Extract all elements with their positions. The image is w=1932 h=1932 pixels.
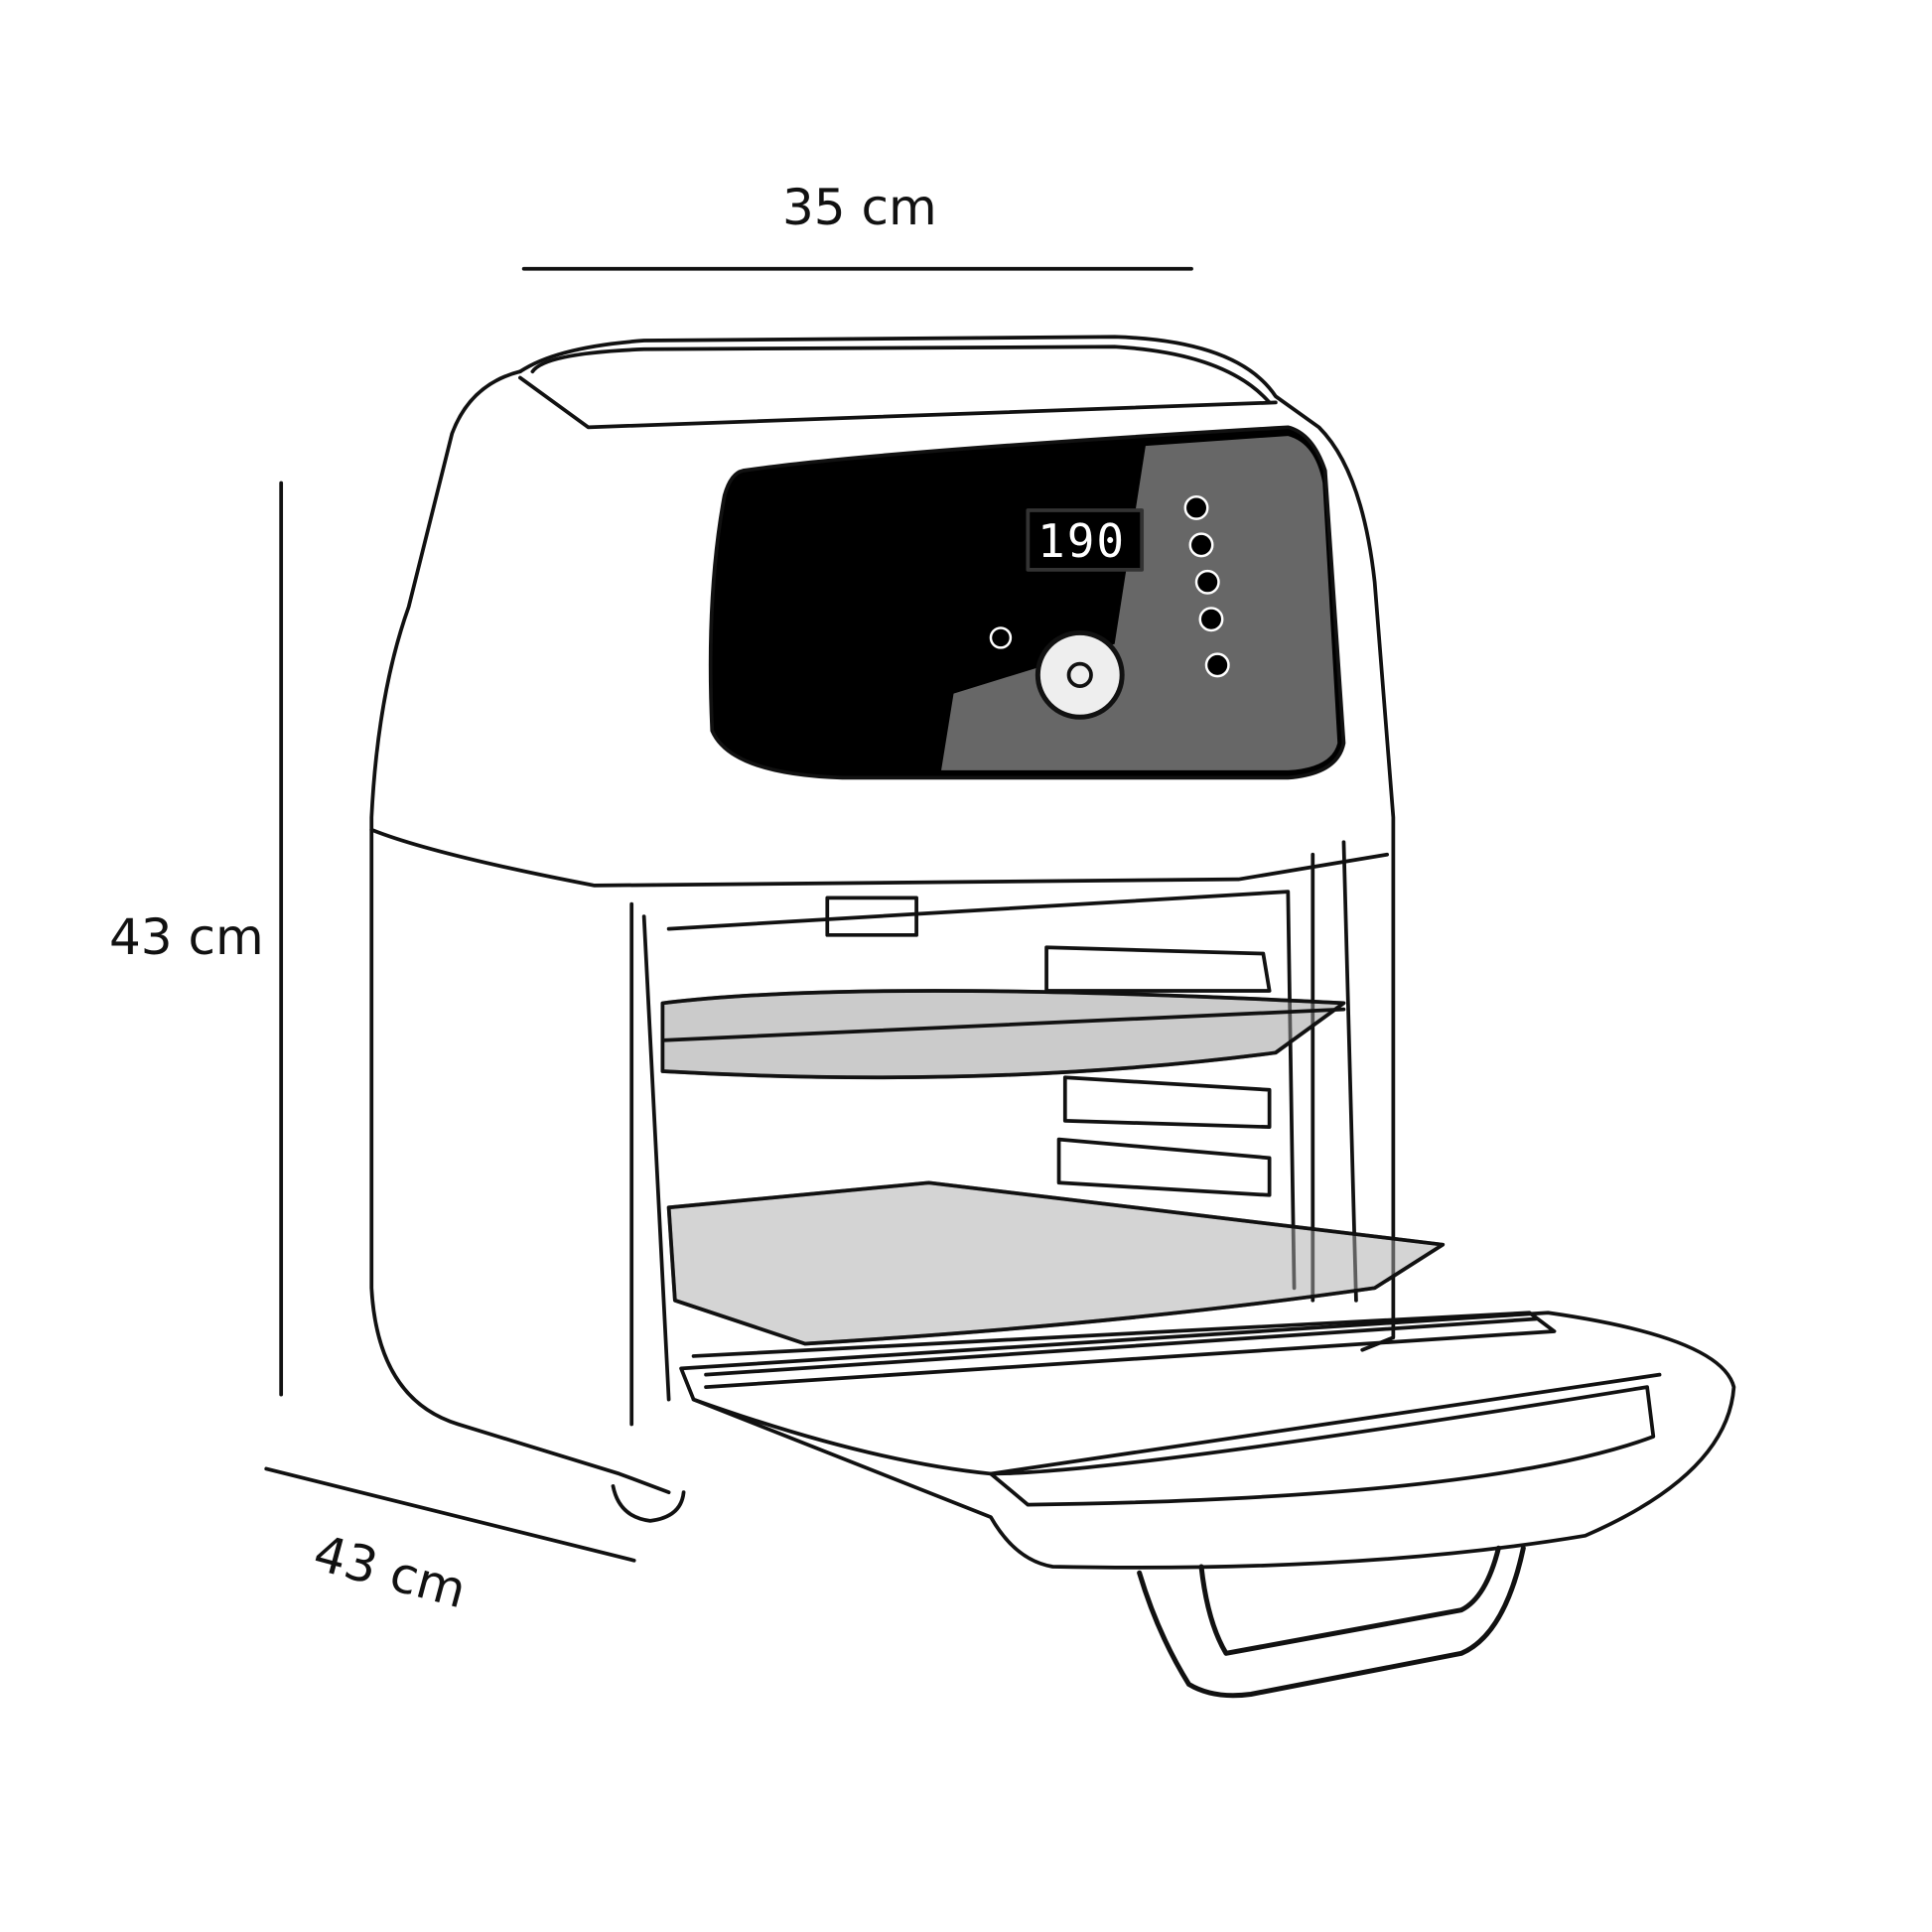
height-label: 43 cm	[109, 908, 264, 966]
control-knob[interactable]	[1035, 629, 1125, 720]
preset-button-cake[interactable]	[1188, 532, 1214, 558]
preset-button-toast[interactable]	[1198, 607, 1224, 632]
preset-button-drumstick[interactable]	[1204, 652, 1230, 678]
temperature-display	[1026, 508, 1145, 572]
lower-tray	[666, 1180, 1446, 1346]
power-icon	[1066, 661, 1093, 688]
open-door[interactable]	[679, 1311, 1736, 1570]
depth-dimension-line	[264, 1466, 636, 1563]
width-label: 35 cm	[782, 179, 937, 236]
preset-button-chicken[interactable]	[1194, 569, 1220, 595]
temperature-readout: 190	[1037, 514, 1127, 568]
timer-icon[interactable]	[989, 626, 1013, 649]
upper-rack	[660, 989, 1346, 1080]
fryer-body	[369, 335, 1736, 1699]
preset-buttons	[989, 494, 1230, 678]
door-handle[interactable]	[1137, 1545, 1526, 1699]
preset-button-fan[interactable]	[1183, 494, 1209, 520]
